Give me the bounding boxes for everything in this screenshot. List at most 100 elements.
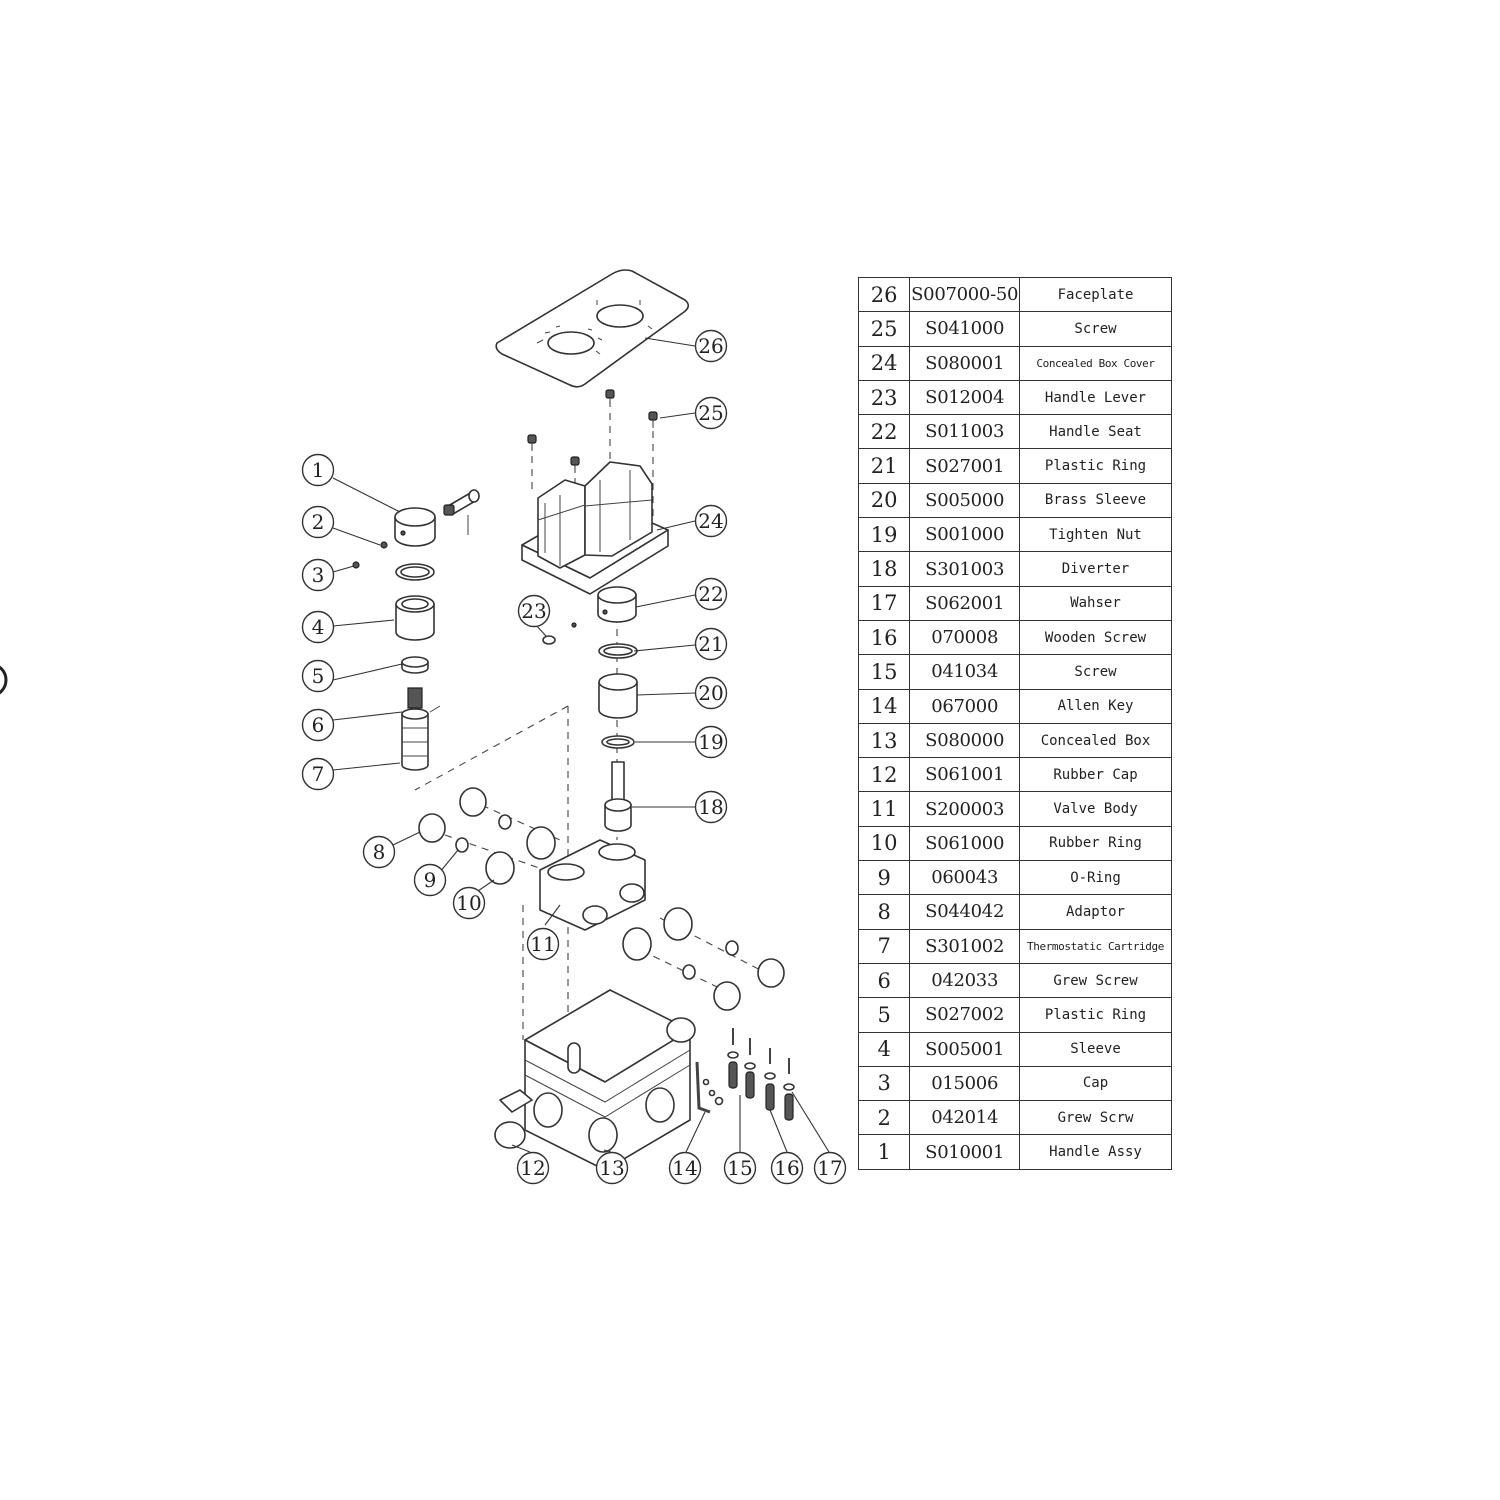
part-name: Handle Lever bbox=[1019, 379, 1172, 416]
part-code: S301003 bbox=[909, 551, 1020, 587]
part-code: S005000 bbox=[909, 482, 1020, 519]
part-name: Handle Assy bbox=[1019, 1134, 1172, 1170]
callout-leaders bbox=[332, 337, 830, 1153]
part-name: Grew Scrw bbox=[1019, 1100, 1172, 1136]
part-number: 12 bbox=[857, 757, 911, 793]
part-name: Faceplate bbox=[1019, 276, 1172, 313]
callout-4: 4 bbox=[301, 610, 335, 644]
callout-20: 20 bbox=[694, 676, 728, 710]
part-name: Grew Screw bbox=[1019, 962, 1172, 999]
part-name: Plastic Ring bbox=[1019, 448, 1172, 484]
part-name: Valve Body bbox=[1019, 791, 1172, 827]
part-code: S007000-50 bbox=[909, 276, 1020, 313]
part-number: 19 bbox=[857, 517, 911, 553]
callout-23: 23 bbox=[517, 594, 551, 628]
svg-text:4: 4 bbox=[312, 615, 325, 639]
part-name: Sleeve bbox=[1019, 1031, 1172, 1067]
part-code: 015006 bbox=[909, 1065, 1020, 1102]
svg-text:18: 18 bbox=[698, 795, 723, 819]
svg-text:26: 26 bbox=[698, 334, 723, 358]
svg-text:3: 3 bbox=[312, 563, 325, 587]
callout-21: 21 bbox=[694, 627, 728, 661]
svg-text:13: 13 bbox=[599, 1156, 624, 1180]
part-code: S027001 bbox=[909, 448, 1020, 484]
part-number: 8 bbox=[857, 894, 911, 930]
callout-12: 12 bbox=[516, 1151, 550, 1185]
part-code: S027002 bbox=[909, 997, 1020, 1033]
part-name: Handle Seat bbox=[1019, 414, 1172, 450]
callout-10: 10 bbox=[452, 886, 486, 920]
part-number: 7 bbox=[857, 928, 911, 964]
part-code: S044042 bbox=[909, 894, 1020, 930]
part-code: 067000 bbox=[909, 688, 1020, 724]
callout-7: 7 bbox=[301, 757, 335, 791]
valve-body-assembly bbox=[418, 787, 785, 1011]
part-code: S061000 bbox=[909, 825, 1020, 862]
svg-text:8: 8 bbox=[373, 840, 386, 864]
part-number: 24 bbox=[857, 345, 911, 381]
part-name: Rubber Ring bbox=[1019, 825, 1172, 862]
part-code: S041000 bbox=[909, 311, 1020, 347]
part-number: 17 bbox=[857, 585, 911, 621]
svg-text:15: 15 bbox=[727, 1156, 752, 1180]
svg-text:10: 10 bbox=[456, 891, 481, 915]
part-code: S061001 bbox=[909, 757, 1020, 793]
part-name: Diverter bbox=[1019, 551, 1172, 587]
part-number: 4 bbox=[857, 1031, 911, 1067]
callout-18: 18 bbox=[694, 790, 728, 824]
part-code: S012004 bbox=[909, 379, 1020, 416]
svg-text:20: 20 bbox=[698, 681, 723, 705]
part-code: S005001 bbox=[909, 1031, 1020, 1067]
left-handle-assembly bbox=[352, 489, 480, 771]
part-code: S011003 bbox=[909, 414, 1020, 450]
callout-6: 6 bbox=[301, 708, 335, 742]
svg-text:6: 6 bbox=[312, 713, 325, 737]
svg-text:14: 14 bbox=[672, 1156, 697, 1180]
callout-22: 22 bbox=[694, 577, 728, 611]
callout-5: 5 bbox=[301, 659, 335, 693]
callout-9: 9 bbox=[413, 863, 447, 897]
part-code: S062001 bbox=[909, 585, 1020, 621]
svg-text:2: 2 bbox=[312, 510, 325, 534]
edge-circle-mark bbox=[0, 665, 8, 695]
part-number: 11 bbox=[857, 791, 911, 827]
part-code: 041034 bbox=[909, 654, 1020, 690]
callout-14: 14 bbox=[668, 1151, 702, 1185]
part-number: 10 bbox=[857, 825, 911, 862]
callout-17: 17 bbox=[813, 1151, 847, 1185]
part-name: Concealed Box Cover bbox=[1019, 345, 1172, 381]
part-code: 042033 bbox=[909, 962, 1020, 999]
callout-1: 1 bbox=[301, 453, 335, 487]
svg-text:7: 7 bbox=[312, 762, 325, 786]
part-code: 070008 bbox=[909, 619, 1020, 656]
part-number: 5 bbox=[857, 997, 911, 1033]
svg-text:19: 19 bbox=[698, 730, 723, 754]
part-name: O-Ring bbox=[1019, 860, 1172, 896]
part-code: S200003 bbox=[909, 791, 1020, 827]
part-code: S010001 bbox=[909, 1134, 1020, 1170]
callout-11: 11 bbox=[526, 927, 560, 961]
svg-text:25: 25 bbox=[698, 401, 723, 425]
svg-text:21: 21 bbox=[698, 632, 723, 656]
svg-text:16: 16 bbox=[774, 1156, 799, 1180]
callout-24: 24 bbox=[694, 504, 728, 538]
part-name: Brass Sleeve bbox=[1019, 482, 1172, 519]
part-name: Wahser bbox=[1019, 585, 1172, 621]
